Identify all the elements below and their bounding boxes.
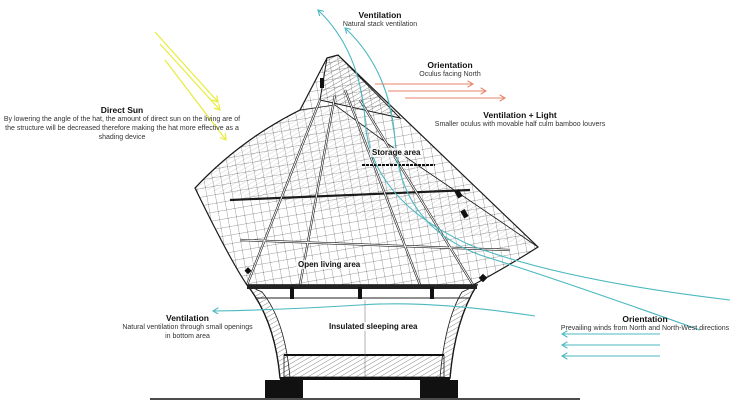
ventilation-light-annotation: Ventilation + Light Smaller oculus with … bbox=[425, 110, 615, 129]
storage-area-label: Storage area bbox=[370, 148, 423, 157]
foundation bbox=[265, 377, 458, 398]
stack-ventilation-title: Ventilation bbox=[358, 10, 402, 20]
direct-sun-title: Direct Sun bbox=[100, 105, 144, 115]
oculus-orientation-text: Oculus facing North bbox=[419, 71, 481, 78]
roof-hat bbox=[194, 54, 539, 286]
direct-sun-annotation: Direct Sun By lowering the angle of the … bbox=[2, 105, 242, 142]
ventilation-light-title: Ventilation + Light bbox=[483, 110, 557, 120]
sleeping-area-label: Insulated sleeping area bbox=[327, 322, 420, 331]
bottom-ventilation-text: Natural ventilation through small openin… bbox=[122, 324, 253, 340]
wind-orientation-title: Orientation bbox=[622, 314, 668, 324]
wind-orientation-text: Prevailing winds from North and North-We… bbox=[560, 325, 730, 332]
direct-sun-text: By lowering the angle of the hat, the am… bbox=[3, 116, 241, 141]
ventilation-light-text: Smaller oculus with movable half culm ba… bbox=[434, 121, 606, 128]
sun-ray-arrows bbox=[154, 31, 226, 140]
oculus-orientation-title: Orientation bbox=[427, 60, 473, 70]
oculus-light-arrows bbox=[375, 84, 505, 98]
stack-ventilation-annotation: Ventilation Natural stack ventilation bbox=[335, 10, 425, 29]
wind-orientation-annotation: Orientation Prevailing winds from North … bbox=[560, 314, 730, 333]
lower-volume bbox=[245, 284, 479, 379]
living-area-label: Open living area bbox=[296, 260, 363, 269]
bottom-ventilation-annotation: Ventilation Natural ventilation through … bbox=[120, 313, 255, 341]
airflow-arrows bbox=[213, 10, 730, 356]
bottom-ventilation-title: Ventilation bbox=[166, 313, 209, 323]
oculus-orientation-annotation: Orientation Oculus facing North bbox=[405, 60, 495, 79]
stack-ventilation-text: Natural stack ventilation bbox=[342, 21, 418, 28]
